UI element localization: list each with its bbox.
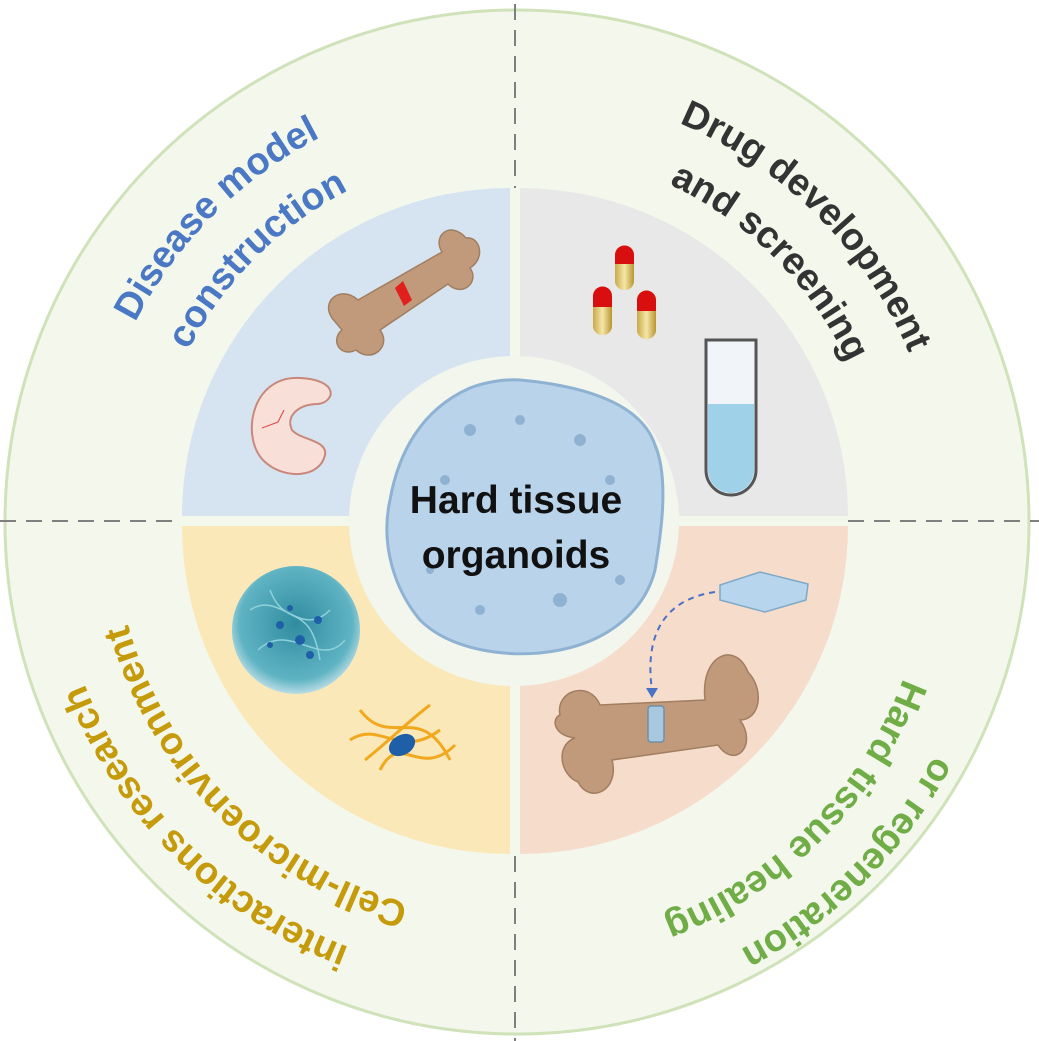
center-title-line2: organoids [422, 534, 611, 577]
fractured-bone-icon [327, 229, 481, 356]
arrow-connector [649, 591, 716, 691]
kidney-icon [250, 376, 332, 475]
bone-implant-icon [554, 654, 759, 794]
test-tube-icon [704, 338, 758, 497]
organoid-icon [385, 378, 665, 656]
cell-sphere-icon [232, 566, 360, 694]
arrow-head-icon [646, 688, 658, 698]
center-title-line1: Hard tissue [410, 479, 622, 522]
scaffold-icon [719, 571, 809, 613]
cell-matrix-icon [349, 703, 457, 771]
capsule-icon [593, 245, 656, 339]
